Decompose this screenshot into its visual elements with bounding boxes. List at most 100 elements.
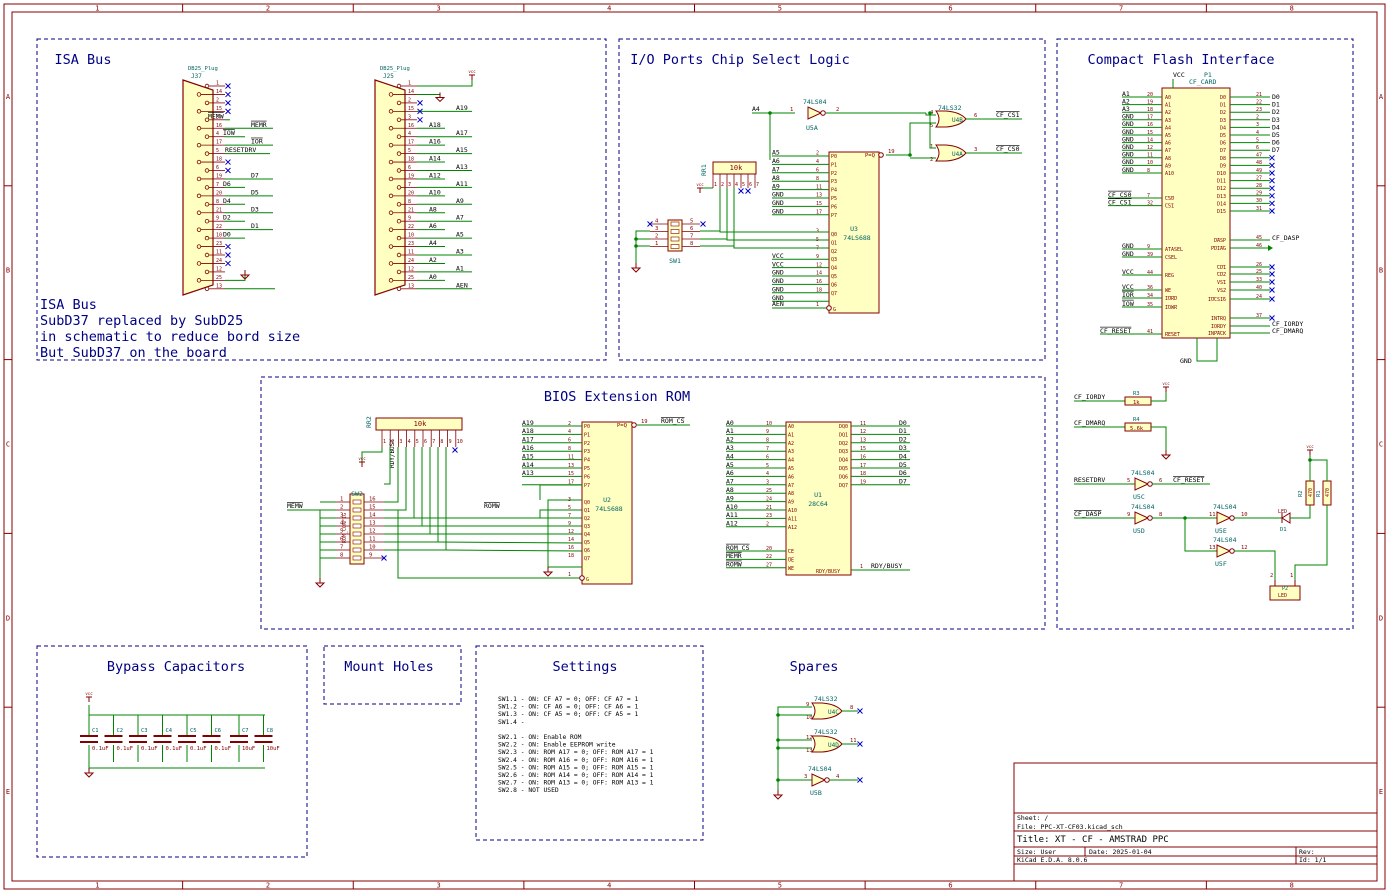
pin-number: 25 bbox=[766, 488, 772, 494]
pin-name: D14 bbox=[1217, 201, 1226, 207]
ground-symbol bbox=[542, 571, 554, 577]
wire bbox=[384, 447, 407, 511]
pin-name: CD1 bbox=[1217, 265, 1226, 271]
pin-number: 10 bbox=[766, 421, 772, 427]
dip-switch-lever bbox=[352, 523, 362, 529]
pin-number: 9 bbox=[1127, 512, 1130, 518]
pin-name: Q4 bbox=[584, 532, 590, 538]
pin-number: 2 bbox=[721, 182, 724, 188]
pin-number: 39 bbox=[1147, 252, 1153, 258]
net-label: D5 bbox=[899, 461, 907, 469]
pin-number: 2 bbox=[655, 234, 658, 240]
p1-value: CF_CARD bbox=[1189, 78, 1216, 86]
j37-ref: J37 bbox=[191, 73, 202, 80]
row-marker: E bbox=[6, 788, 10, 796]
pin-name: Q1 bbox=[831, 240, 837, 246]
pin-number: 6 bbox=[408, 165, 411, 171]
net-label: D2 bbox=[1272, 108, 1280, 116]
power-label: vcc bbox=[1162, 381, 1170, 386]
net-label: RDY/BUSY bbox=[871, 562, 902, 570]
pin-name: IORDY bbox=[1211, 324, 1226, 330]
pin-number: 7 bbox=[756, 182, 759, 188]
net-label: GND bbox=[772, 199, 784, 207]
pin-number: 2 bbox=[930, 157, 933, 163]
pin-name: DQ3 bbox=[839, 449, 848, 455]
inverter-ref: U5F bbox=[1215, 560, 1227, 568]
connector-pin bbox=[204, 151, 210, 156]
sw2-body bbox=[349, 493, 365, 565]
pin-number: 21 bbox=[216, 207, 222, 213]
pin-number: 1 bbox=[860, 564, 863, 570]
pin-number: 23 bbox=[766, 513, 772, 519]
settings-section-title: Settings bbox=[552, 659, 617, 675]
connector-pin bbox=[388, 142, 394, 148]
pin-number: 6 bbox=[216, 165, 219, 171]
pin-number: 7 bbox=[340, 545, 343, 551]
net-label: A17 bbox=[522, 436, 534, 444]
inverter-bubble bbox=[820, 110, 826, 116]
pin-name: CS1 bbox=[1165, 204, 1174, 210]
net-label: D4 bbox=[899, 452, 907, 460]
inverter bbox=[811, 773, 827, 787]
net-label: A4 bbox=[726, 452, 734, 460]
net-label: GND bbox=[1180, 357, 1192, 365]
no-connect-mark bbox=[1269, 185, 1275, 192]
pin-number: 9 bbox=[568, 521, 571, 527]
settings-line: SW1.2 - ON: CF A6 = 0; OFF: CF A6 = 1 bbox=[498, 704, 638, 711]
net-label: A12 bbox=[726, 520, 738, 528]
net-label: A1 bbox=[726, 427, 734, 435]
pin-number: 32 bbox=[1147, 200, 1153, 206]
net-label: A1 bbox=[456, 264, 464, 272]
column-marker: 8 bbox=[1290, 882, 1294, 890]
dip-switch-lever bbox=[352, 515, 362, 521]
no-connect-mark bbox=[417, 108, 423, 115]
ground-symbol bbox=[434, 96, 446, 103]
net-label: CF_DASP bbox=[1074, 510, 1101, 518]
pin-name: D3 bbox=[1220, 118, 1226, 124]
connector-pin bbox=[396, 269, 402, 275]
pin-number: 25 bbox=[216, 275, 222, 281]
connector-pin bbox=[388, 109, 394, 114]
net-label: GND bbox=[772, 269, 784, 277]
settings-line: SW2.4 - ON: ROM A16 = 0; OFF: ROM A16 = … bbox=[498, 757, 654, 764]
pin-number: 19 bbox=[216, 173, 222, 179]
net-label: MEMR bbox=[251, 121, 267, 129]
pin-name: A3 bbox=[1165, 118, 1171, 124]
pin-number: 6 bbox=[1159, 478, 1162, 484]
column-marker: 6 bbox=[948, 882, 952, 890]
inverter bbox=[1134, 511, 1150, 525]
pin-number: 6 bbox=[766, 454, 769, 460]
connector-pin bbox=[388, 159, 394, 165]
pin-name: A10 bbox=[788, 508, 797, 514]
pin-name: A6 bbox=[788, 474, 794, 480]
spares-title: Spares bbox=[790, 659, 839, 675]
pin-number: 8 bbox=[690, 241, 693, 247]
inverter-value: 74LS04 bbox=[1131, 469, 1155, 477]
pin-number: 5 bbox=[930, 123, 933, 129]
pin-name: A2 bbox=[788, 441, 794, 447]
capacitor-value: 0.1uF bbox=[117, 746, 134, 752]
pin-number: 13 bbox=[860, 438, 866, 444]
wire bbox=[929, 113, 936, 149]
net-label: D1 bbox=[251, 222, 259, 230]
net-label: IOW bbox=[223, 129, 235, 137]
ground-symbol bbox=[239, 274, 251, 280]
pin-number: 15 bbox=[816, 201, 822, 207]
title-id: Id: 1/1 bbox=[1299, 856, 1326, 864]
pin-number: 2 bbox=[408, 97, 411, 103]
pin-name: D0 bbox=[1220, 95, 1226, 101]
pin-number: 10 bbox=[457, 439, 463, 445]
connector-pin bbox=[196, 159, 202, 165]
no-connect-mark bbox=[381, 555, 387, 561]
isa-note-line: But SubD37 on the board bbox=[40, 345, 227, 361]
u4c-value: 74LS32 bbox=[814, 695, 838, 703]
inverter-bubble bbox=[1229, 515, 1235, 521]
pin-name: Q7 bbox=[831, 291, 837, 297]
net-label: RESETDRV bbox=[225, 146, 256, 154]
net-label: A15 bbox=[456, 146, 468, 154]
pin-number: 17 bbox=[568, 480, 574, 486]
pin-name: CD2 bbox=[1217, 272, 1226, 278]
pin-name: P2 bbox=[831, 171, 837, 177]
wire bbox=[699, 187, 713, 193]
pin-number: 2 bbox=[568, 421, 571, 427]
